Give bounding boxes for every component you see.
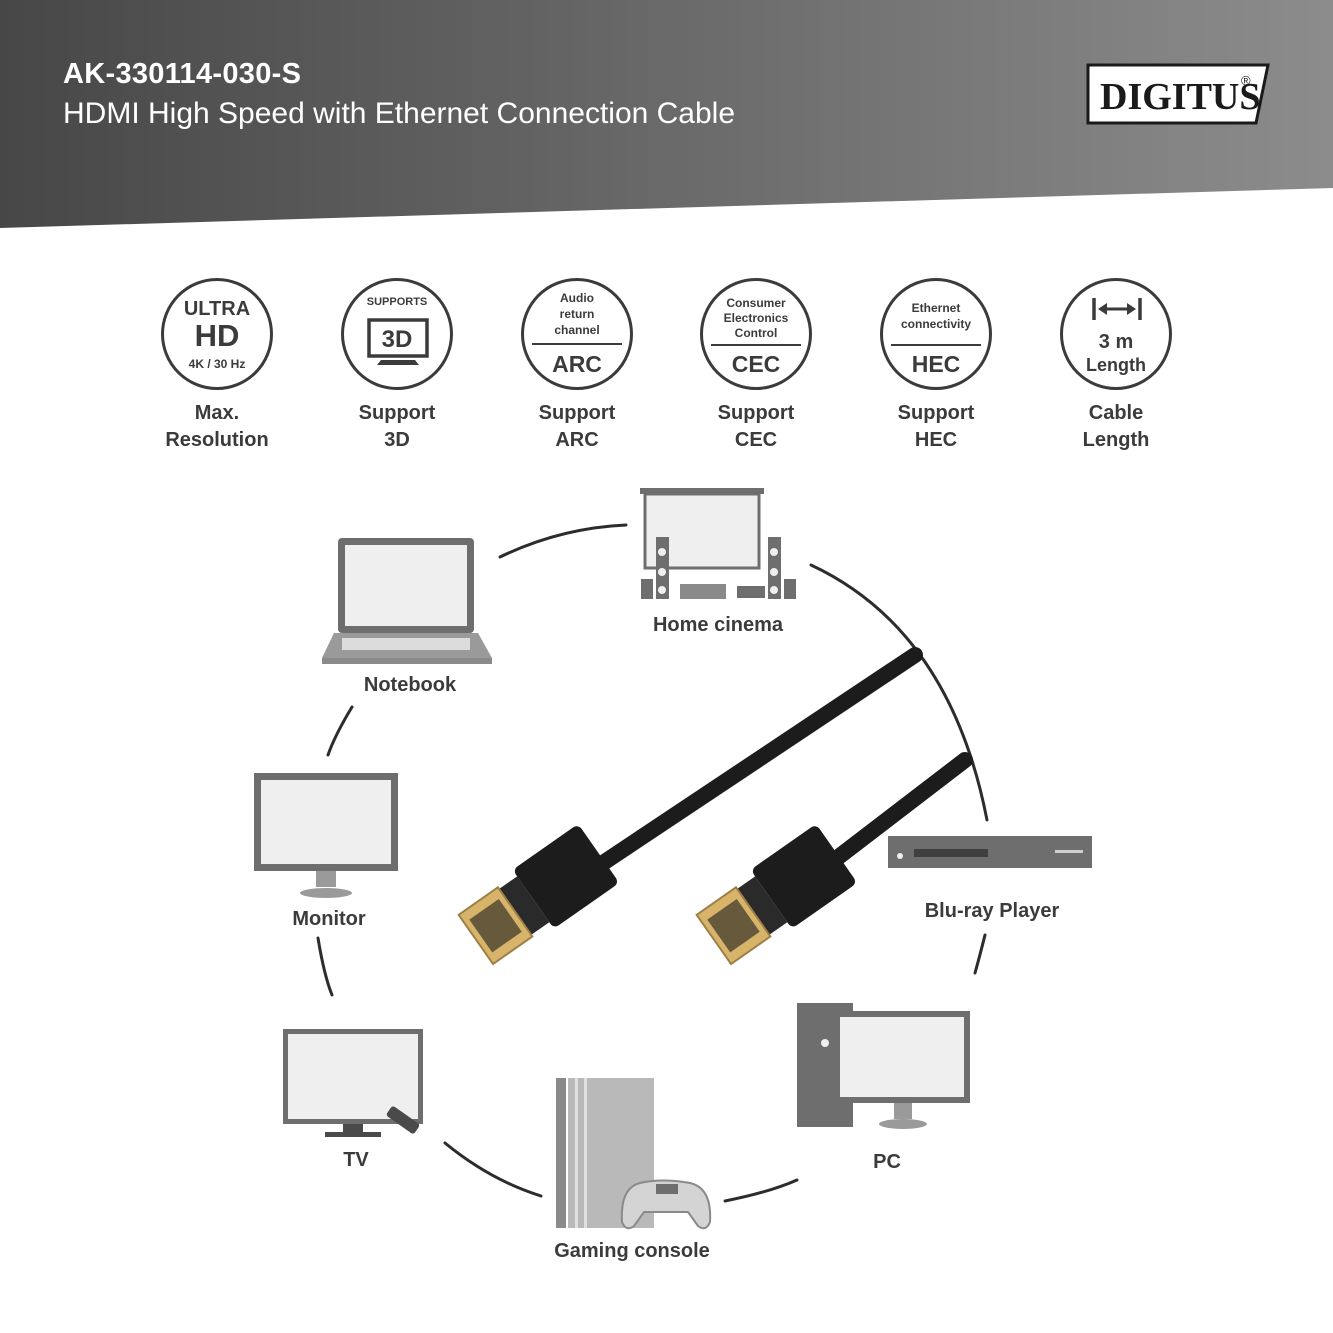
remote-icon xyxy=(386,1106,420,1134)
ultra-hd-icon: ULTRA HD 4K / 30 Hz xyxy=(161,278,273,390)
device-label-notebook: Notebook xyxy=(363,674,457,696)
device-label-monitor: Monitor xyxy=(292,908,366,930)
double-arrow-icon xyxy=(1092,298,1142,320)
device-label-pc: PC xyxy=(873,1151,901,1173)
screen-icon xyxy=(367,318,429,365)
device-label-tv: TV xyxy=(343,1149,369,1171)
home-cinema-icon xyxy=(640,488,796,599)
connection-ring xyxy=(316,523,989,1203)
badge-text: 4K / 30 Hz xyxy=(188,357,246,371)
digitus-logo: DIGITUS ® xyxy=(1086,63,1270,125)
badge-text: HD xyxy=(194,318,240,353)
notebook-icon xyxy=(322,538,492,664)
header-banner xyxy=(0,0,1333,228)
product-code: AK-330114-030-S xyxy=(63,58,302,90)
badge-text: 3 m xyxy=(1098,331,1134,353)
badge-text: Length xyxy=(1086,355,1146,375)
gaming-console-icon xyxy=(556,1078,712,1230)
badge-text: ARC xyxy=(552,351,602,377)
device-label-gaming-console: Gaming console xyxy=(554,1240,710,1262)
device-label-bluray: Blu-ray Player xyxy=(924,900,1060,922)
length-icon: 3 m Length xyxy=(1060,278,1172,390)
device-label-home-cinema: Home cinema xyxy=(652,614,784,636)
badge-text: CEC xyxy=(731,351,781,377)
hdmi-cable-image xyxy=(457,647,973,966)
badge-text: SUPPORTS xyxy=(366,296,428,308)
controller-icon xyxy=(620,1179,712,1230)
3d-tv-icon: SUPPORTS 3D xyxy=(341,278,453,390)
pc-icon xyxy=(797,1003,970,1129)
badge-text: ULTRA xyxy=(183,298,251,320)
brand-name: DIGITUS xyxy=(1100,76,1261,118)
badge-text: HEC xyxy=(911,351,961,377)
bluray-player-icon xyxy=(888,836,1092,868)
registered-mark: ® xyxy=(1241,73,1251,88)
feature-caption: Max.Resolution xyxy=(165,402,269,451)
badge-text: 3D xyxy=(381,326,413,353)
tv-icon xyxy=(283,1029,423,1137)
hdmi-plug-right xyxy=(695,826,856,966)
product-title: HDMI High Speed with Ethernet Connection… xyxy=(63,97,736,130)
hdmi-plug-left xyxy=(457,826,618,966)
monitor-icon xyxy=(254,773,398,898)
